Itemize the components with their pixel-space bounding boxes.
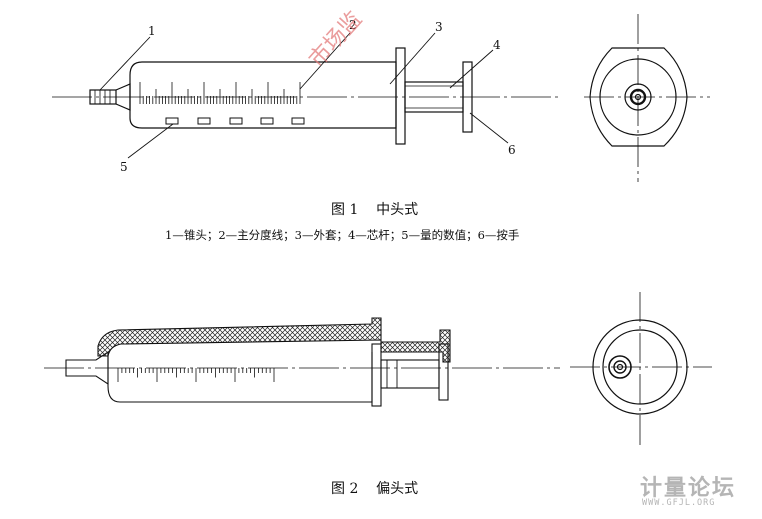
figure2-side-view	[44, 317, 560, 407]
figure1-end-view	[584, 14, 710, 182]
label-part-6: 6	[508, 143, 516, 157]
fig2-end-tip-ring	[613, 360, 627, 374]
fig1-value-windows	[165, 117, 305, 125]
fig1-push-button	[462, 61, 473, 133]
fig2-end-offset-hub	[608, 355, 632, 379]
fig2-push-button	[438, 343, 449, 401]
fig1-end-tip-hole	[634, 93, 642, 101]
fig2-end-tip-hole	[616, 363, 624, 371]
fig1-end-outer	[589, 47, 688, 147]
fig1-flange	[395, 47, 406, 145]
logo-text: 计量论坛	[640, 476, 737, 501]
figure2-end-view	[570, 292, 712, 448]
fig1-end-inner	[599, 58, 677, 136]
logo-url: WWW.GFJL.ORG	[642, 498, 716, 508]
label-part-1: 1	[148, 24, 156, 38]
fig2-end-outer	[592, 319, 688, 415]
fig2-flange	[371, 343, 382, 407]
fig1-cone-tip	[89, 89, 117, 105]
label-part-2: 2	[349, 18, 357, 32]
figure1-legend: 1—锥头；2—主分度线；3—外套；4—芯杆；5—量的数值；6—按手	[165, 228, 520, 242]
fig2-end-inner	[602, 329, 678, 405]
fig1-end-tip-ring	[629, 88, 647, 106]
fig1-leader-lines	[99, 32, 509, 159]
fig2-hatched-shell	[97, 317, 451, 363]
figure1-side-view	[52, 32, 560, 159]
fig1-end-hub	[624, 83, 652, 111]
figure1-caption: 图 1 中头式	[331, 202, 419, 218]
fig2-plunger-rod	[380, 359, 440, 389]
figure2-caption: 图 2 偏头式	[331, 481, 419, 497]
fig2-scale-marks	[117, 368, 275, 382]
forum-logo: 计量论坛 WWW.GFJL.ORG	[640, 470, 760, 514]
label-part-3: 3	[435, 20, 443, 34]
fig2-barrel	[107, 352, 373, 403]
fig1-scale-marks	[139, 82, 301, 104]
label-part-5: 5	[120, 160, 128, 174]
label-part-4: 4	[493, 38, 501, 52]
fig1-tip-ticks	[94, 90, 111, 104]
